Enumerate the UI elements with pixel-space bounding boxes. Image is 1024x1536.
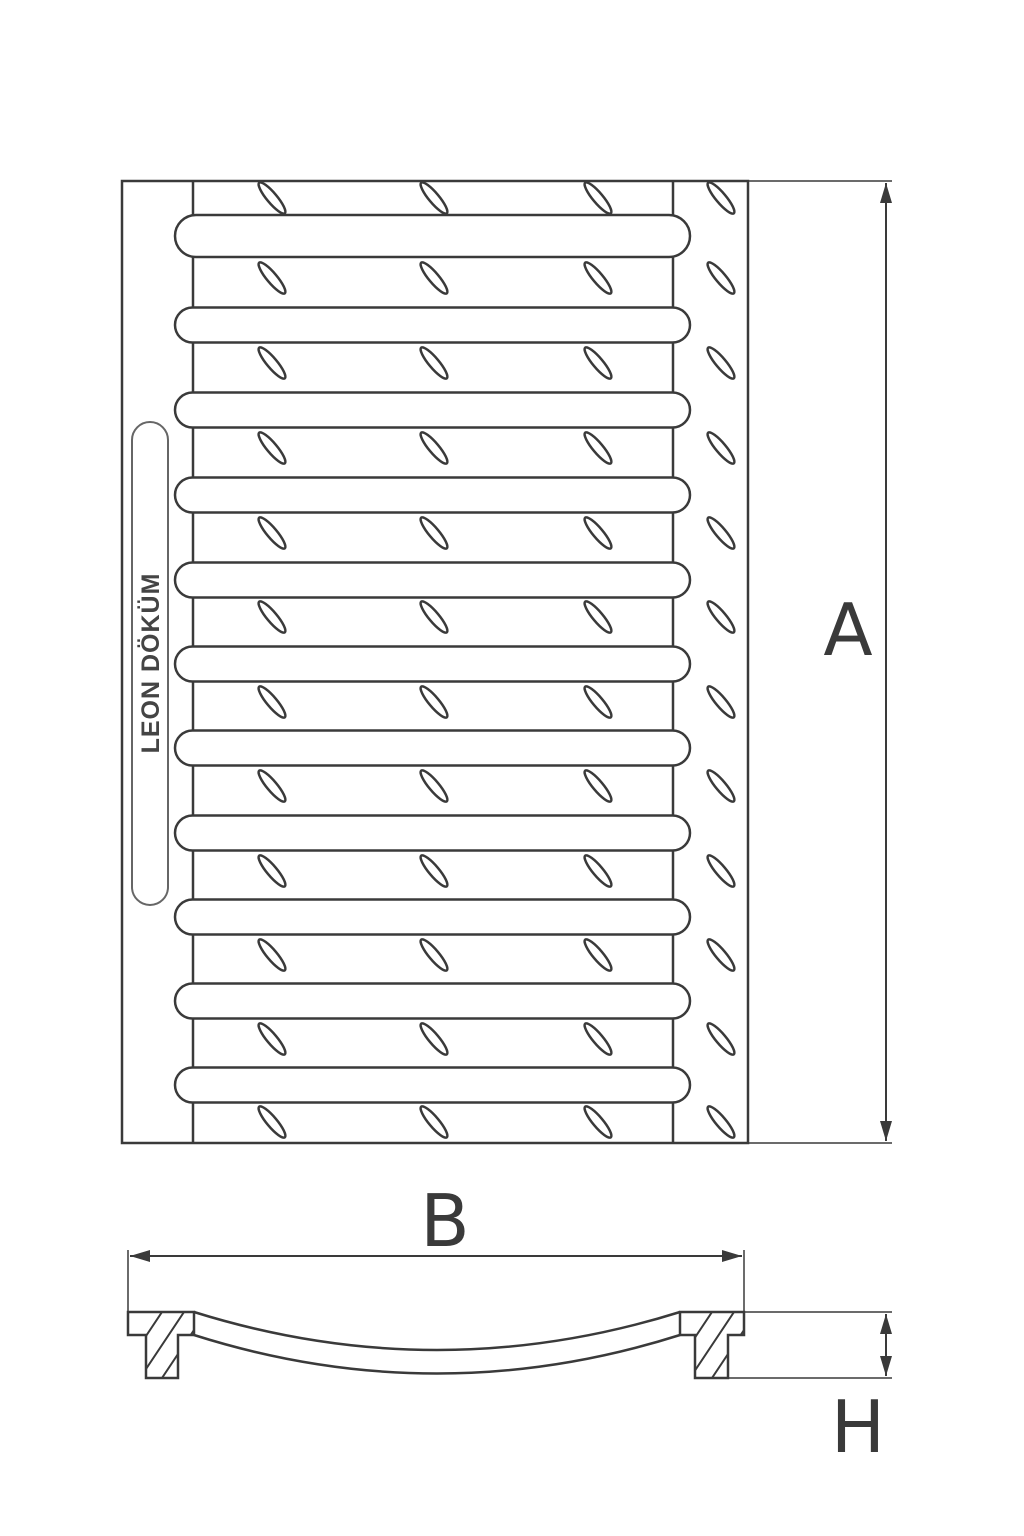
slot [706,516,736,550]
grating-bar [173,645,692,683]
slot [419,346,449,380]
slot [419,769,449,803]
dimension-b-label: B [420,1179,469,1263]
right-hatching [680,1300,874,1390]
grating-bar [173,213,692,259]
slot [706,854,736,888]
slot [419,685,449,719]
dimension-a-label: A [823,588,872,672]
grating-bars [173,213,692,1104]
slot [583,516,613,550]
slot [706,346,736,380]
slot [583,1022,613,1056]
slot [419,938,449,972]
slot [419,431,449,465]
slot [257,516,287,550]
slot [706,600,736,634]
grating-bar [173,306,692,344]
slot [583,854,613,888]
dimension-h: H [728,1311,892,1469]
slot [706,938,736,972]
slot [706,181,736,215]
plate-top-curve [193,1310,681,1352]
slot [419,516,449,550]
anti-slip-slots [257,181,736,1139]
outer-frame [120,179,750,1145]
slot [257,600,287,634]
slot [706,1105,736,1139]
dimension-a: A [748,180,892,1144]
slot [583,1105,613,1139]
slot [419,1022,449,1056]
slot [257,685,287,719]
slot [706,261,736,295]
hatch-line [792,1300,852,1390]
slot [706,685,736,719]
brand-label: LEON DÖKÜM [136,573,165,754]
slot [706,769,736,803]
side-section [126,1300,874,1390]
grating-bar [173,1066,692,1104]
slot [257,431,287,465]
grating-bar [173,898,692,936]
hatch-line [242,1300,302,1390]
slot [419,181,449,215]
hatch-line [814,1300,874,1390]
slot [583,685,613,719]
hatch-line [725,1312,744,1378]
slot [257,261,287,295]
slot [583,769,613,803]
slot [257,854,287,888]
hatch-line [264,1300,324,1390]
slot [583,181,613,215]
slot [706,431,736,465]
slot [583,600,613,634]
slot [583,431,613,465]
grating-bar [173,814,692,852]
grating-bar [173,729,692,767]
grating-bar [173,561,692,599]
slot [583,261,613,295]
slot [257,181,287,215]
grating-bar [173,982,692,1020]
slot [257,346,287,380]
hatch-line [770,1300,830,1390]
slot [583,346,613,380]
left-flange [126,1310,196,1380]
slot [257,938,287,972]
slot [419,1105,449,1139]
slot [419,261,449,295]
hatch-line [748,1300,808,1390]
top-view: LEON DÖKÜM [120,179,750,1145]
slot [257,1022,287,1056]
slot [706,1022,736,1056]
slot [257,1105,287,1139]
slot [419,854,449,888]
dimension-b: B [127,1179,745,1312]
grating-bar [173,391,692,429]
slot [419,600,449,634]
dimension-h-label: H [831,1385,885,1469]
plate-bottom-curve [193,1333,681,1375]
grating-bar [173,476,692,514]
brand-capsule [131,421,169,906]
slot [257,769,287,803]
left-hatching [128,1300,324,1390]
slot [583,938,613,972]
